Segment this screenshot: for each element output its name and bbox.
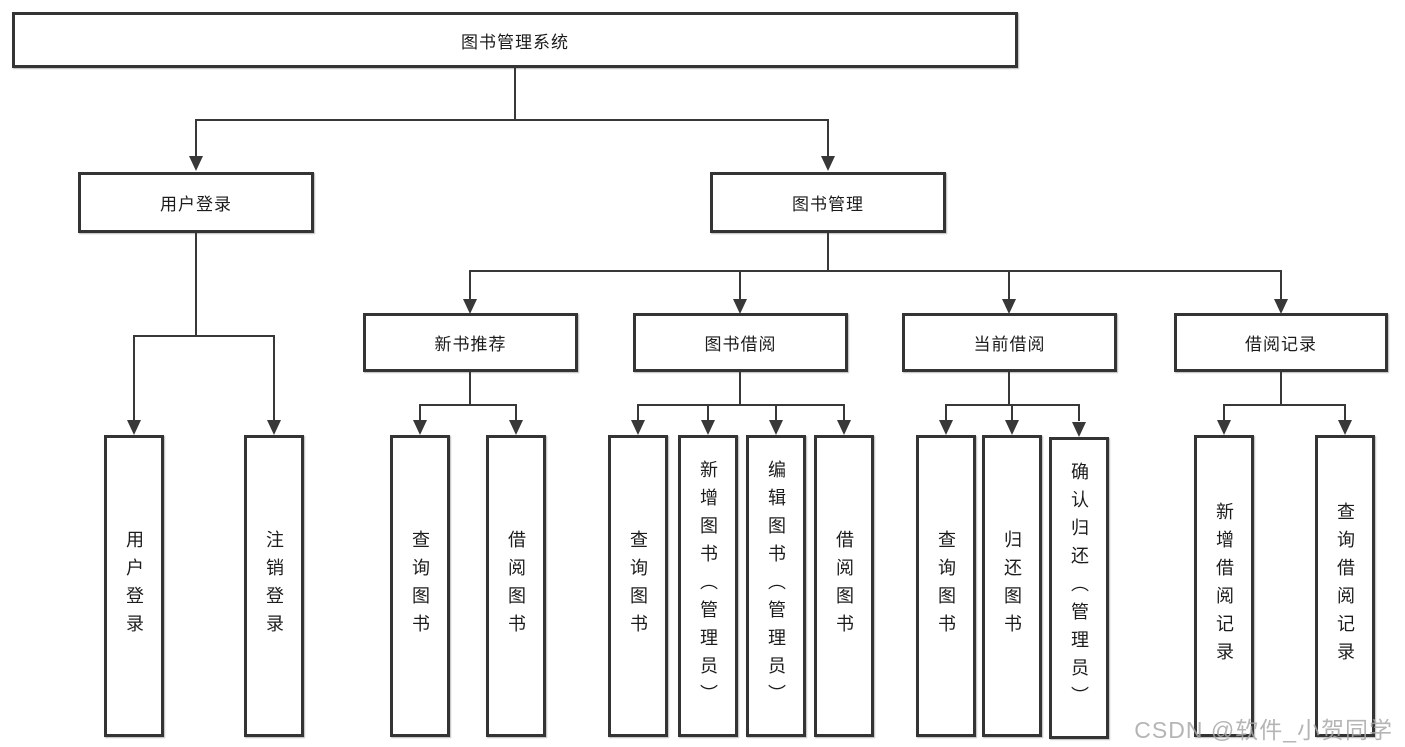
node-label: 查询借阅记录 bbox=[1335, 502, 1355, 670]
node-label: 图书管理系统 bbox=[461, 32, 569, 52]
connector-hline bbox=[469, 270, 1282, 272]
node-current-borrow: 当前借阅 bbox=[902, 313, 1117, 372]
node-label: 新增借阅记录 bbox=[1214, 502, 1234, 670]
leaf-query-borrow-record: 查询借阅记录 bbox=[1315, 435, 1375, 737]
node-label: 图书管理 bbox=[792, 195, 864, 214]
node-label: 图书借阅 bbox=[704, 335, 777, 354]
arrow-down-icon bbox=[267, 420, 281, 435]
leaf-query-books-current: 查询图书 bbox=[916, 435, 976, 737]
node-label: 借阅图书 bbox=[834, 530, 854, 642]
connector-vline bbox=[133, 335, 135, 421]
node-label: 归还图书 bbox=[1002, 530, 1022, 642]
connector-vline bbox=[195, 119, 197, 158]
connector-vline bbox=[843, 404, 845, 421]
connector-hline bbox=[195, 119, 829, 121]
node-book-management: 图书管理 bbox=[710, 172, 946, 233]
arrow-down-icon bbox=[631, 420, 645, 435]
node-label: 新增图书（管理员） bbox=[698, 460, 718, 712]
connector-vline bbox=[1280, 270, 1282, 300]
connector-vline bbox=[1223, 404, 1225, 421]
connector-vline bbox=[1011, 404, 1013, 421]
connector-hline bbox=[133, 335, 275, 337]
connector-vline bbox=[273, 335, 275, 421]
connector-vline bbox=[775, 404, 777, 421]
node-new-book-recommend: 新书推荐 bbox=[363, 313, 578, 372]
connector-hline bbox=[1223, 404, 1346, 406]
leaf-add-book-admin: 新增图书（管理员） bbox=[678, 435, 738, 737]
connector-vline bbox=[739, 270, 741, 300]
leaf-query-books-borrow: 查询图书 bbox=[608, 435, 668, 737]
arrow-down-icon bbox=[1072, 422, 1086, 437]
connector-vline bbox=[827, 232, 829, 272]
arrow-down-icon bbox=[127, 420, 141, 435]
node-label: 用户登录 bbox=[160, 195, 232, 214]
connector-vline bbox=[707, 404, 709, 421]
node-label: 注销登录 bbox=[264, 530, 284, 642]
node-label: 编辑图书（管理员） bbox=[766, 460, 786, 712]
connector-vline bbox=[195, 232, 197, 337]
connector-vline bbox=[1078, 404, 1080, 421]
node-label: 查询图书 bbox=[628, 530, 648, 642]
connector-vline bbox=[1008, 270, 1010, 300]
arrow-down-icon bbox=[189, 156, 203, 171]
node-label: 用户登录 bbox=[124, 530, 144, 642]
connector-vline bbox=[469, 371, 471, 406]
node-label: 查询图书 bbox=[936, 530, 956, 642]
leaf-borrow-books-recommend: 借阅图书 bbox=[486, 435, 546, 737]
connector-vline bbox=[827, 119, 829, 158]
connector-vline bbox=[419, 404, 421, 421]
leaf-add-borrow-record: 新增借阅记录 bbox=[1194, 435, 1254, 737]
arrow-down-icon bbox=[733, 299, 747, 314]
connector-vline bbox=[1280, 371, 1282, 406]
arrow-down-icon bbox=[463, 299, 477, 314]
leaf-borrow-books-2: 借阅图书 bbox=[814, 435, 874, 737]
arrow-down-icon bbox=[837, 420, 851, 435]
leaf-confirm-return-admin: 确认归还（管理员） bbox=[1049, 437, 1109, 739]
node-label: 新书推荐 bbox=[434, 335, 507, 354]
arrow-down-icon bbox=[1005, 420, 1019, 435]
arrow-down-icon bbox=[1002, 299, 1016, 314]
node-label: 确认归还（管理员） bbox=[1069, 462, 1089, 714]
arrow-down-icon bbox=[1274, 299, 1288, 314]
node-label: 借阅记录 bbox=[1245, 335, 1317, 354]
arrow-down-icon bbox=[769, 420, 783, 435]
node-root: 图书管理系统 bbox=[12, 12, 1018, 68]
arrow-down-icon bbox=[701, 420, 715, 435]
node-book-borrow: 图书借阅 bbox=[633, 313, 848, 372]
node-label: 借阅图书 bbox=[506, 530, 526, 642]
arrow-down-icon bbox=[509, 420, 523, 435]
leaf-query-books-recommend: 查询图书 bbox=[390, 435, 450, 737]
arrow-down-icon bbox=[1338, 420, 1352, 435]
connector-vline bbox=[1008, 371, 1010, 406]
arrow-down-icon bbox=[1217, 420, 1231, 435]
node-label: 查询图书 bbox=[410, 530, 430, 642]
connector-vline bbox=[945, 404, 947, 421]
leaf-edit-book-admin: 编辑图书（管理员） bbox=[746, 435, 806, 737]
connector-vline bbox=[469, 270, 471, 300]
leaf-return-books: 归还图书 bbox=[982, 435, 1042, 737]
connector-vline bbox=[739, 371, 741, 406]
arrow-down-icon bbox=[413, 420, 427, 435]
leaf-logout: 注销登录 bbox=[244, 435, 304, 737]
connector-vline bbox=[515, 404, 517, 421]
leaf-user-login: 用户登录 bbox=[104, 435, 164, 737]
arrow-down-icon bbox=[821, 156, 835, 171]
connector-vline bbox=[637, 404, 639, 421]
csdn-watermark: CSDN @软件_小贺同学 bbox=[1134, 717, 1393, 743]
arrow-down-icon bbox=[939, 420, 953, 435]
connector-hline bbox=[637, 404, 845, 406]
connector-vline bbox=[1344, 404, 1346, 421]
connector-vline bbox=[514, 67, 516, 120]
node-label: 当前借阅 bbox=[973, 335, 1046, 354]
connector-hline bbox=[419, 404, 517, 406]
node-user-login: 用户登录 bbox=[78, 172, 314, 233]
node-borrow-records: 借阅记录 bbox=[1174, 313, 1388, 372]
